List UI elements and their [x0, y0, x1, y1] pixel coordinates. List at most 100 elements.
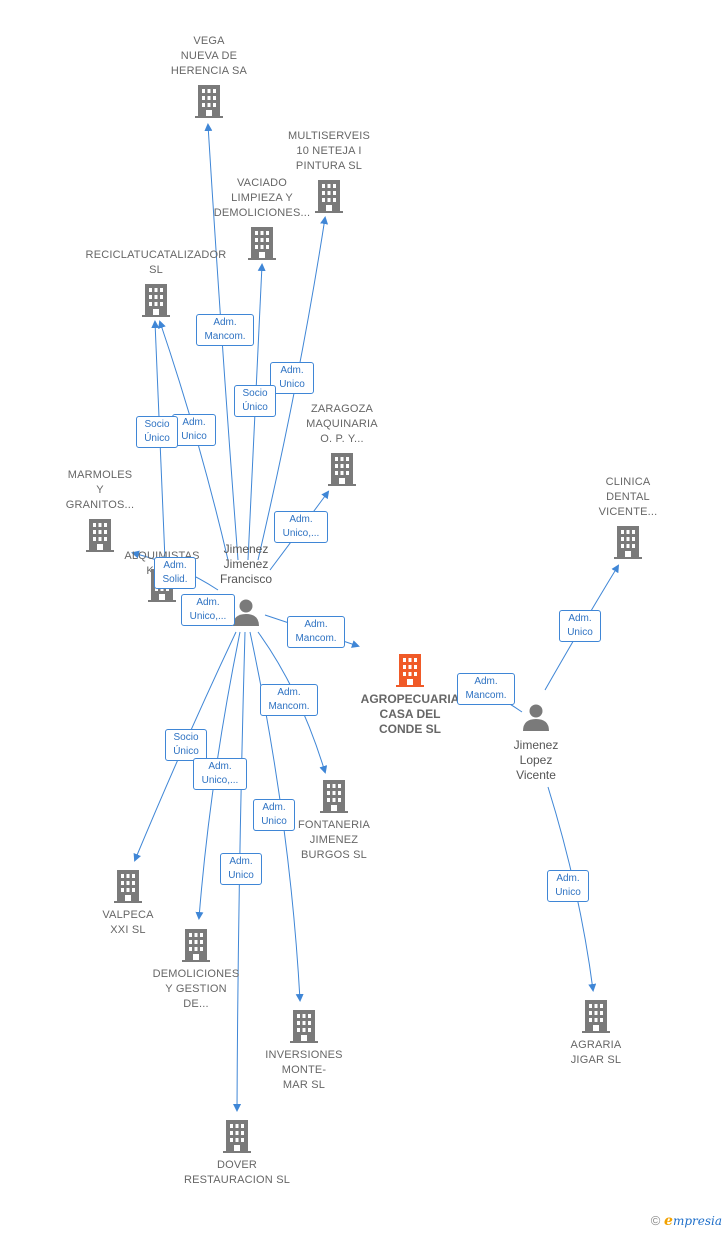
- node-zaragoza[interactable]: ZARAGOZA MAQUINARIA O. P. Y...: [290, 402, 394, 487]
- relation-line: Unico,...: [201, 775, 239, 786]
- node-label-line: Jimenez: [223, 542, 269, 556]
- node-inversiones[interactable]: INVERSIONES MONTE- MAR SL: [252, 1008, 356, 1093]
- relation-line: Unico,...: [189, 611, 227, 622]
- relation-label-inversiones[interactable]: Adm.Unico: [253, 799, 295, 831]
- relation-label-dover[interactable]: Adm.Unico: [220, 853, 262, 885]
- node-label-line: BURGOS SL: [301, 849, 367, 861]
- node-label-line: GRANITOS...: [65, 499, 135, 511]
- relation-label-vega[interactable]: Adm.Mancom.: [196, 314, 254, 346]
- node-jimenez-vicente[interactable]: Jimenez Lopez Vicente: [496, 702, 576, 783]
- node-label-line: HERENCIA SA: [170, 65, 248, 77]
- relation-label-zaragoza[interactable]: Adm. Unico,...: [274, 511, 328, 543]
- node-jimenez-francisco[interactable]: Jimenez Jimenez Francisco: [206, 542, 286, 627]
- building-icon: [248, 227, 276, 260]
- relation-line: Único: [144, 433, 170, 444]
- building-icon: [315, 180, 343, 213]
- building-icon: [396, 654, 424, 687]
- node-label-line: CLINICA: [605, 476, 651, 488]
- relation-label-multiserveis[interactable]: Adm.Unico: [270, 362, 314, 394]
- node-label-line: VALPECA: [102, 909, 154, 921]
- relation-line: Adm.: [304, 619, 328, 630]
- relation-line: Socio: [173, 732, 199, 743]
- node-label-line: JIGAR SL: [570, 1054, 622, 1066]
- relation-label-clinica[interactable]: Adm.Unico: [559, 610, 601, 642]
- node-label-line: INVERSIONES: [265, 1049, 343, 1061]
- node-vaciado[interactable]: VACIADO LIMPIEZA Y DEMOLICIONES...: [204, 176, 320, 261]
- node-label-line: RESTAURACION SL: [183, 1174, 291, 1186]
- relation-label-demoliciones[interactable]: Adm.Unico,...: [193, 758, 247, 790]
- relation-label-agropecuaria-vl[interactable]: Adm.Mancom.: [457, 673, 515, 705]
- node-multiserveis[interactable]: MULTISERVEIS 10 NETEJA I PINTURA SL: [276, 129, 382, 214]
- relation-label-reciclatu-adm[interactable]: Adm.Unico: [172, 414, 216, 446]
- building-icon: [328, 453, 356, 486]
- node-label-line: DEMOLICIONES...: [213, 207, 311, 219]
- relation-line: Único: [242, 402, 268, 413]
- relation-label-alq-solid[interactable]: Adm.Solid.: [154, 557, 196, 589]
- node-label-line: LIMPIEZA Y: [231, 192, 293, 204]
- node-label-line: VACIADO: [236, 177, 288, 189]
- relation-label-alq-unico[interactable]: Adm.Unico,...: [181, 594, 235, 626]
- node-label-line: FONTANERIA: [297, 819, 371, 831]
- relation-line: Adm.: [163, 560, 187, 571]
- node-label-line: DENTAL: [606, 491, 650, 503]
- node-label-line: ZARAGOZA: [310, 403, 374, 415]
- relation-line: Adm.: [182, 417, 206, 428]
- relation-line: Mancom.: [268, 701, 310, 712]
- node-label-line: AGROPECUARIA: [360, 692, 460, 706]
- relation-line: Unico,...: [282, 528, 320, 539]
- node-label-line: MARMOLES: [67, 469, 133, 481]
- person-icon: [233, 599, 259, 626]
- node-label-line: Francisco: [219, 572, 272, 586]
- node-demoliciones[interactable]: DEMOLICIONES Y GESTION DE...: [142, 927, 250, 1012]
- brand-logo[interactable]: empresia: [664, 1213, 722, 1229]
- node-label-line: MAR SL: [282, 1079, 326, 1091]
- relation-label-fontaneria[interactable]: Adm. Mancom.: [260, 684, 318, 716]
- building-icon: [114, 870, 142, 903]
- building-icon: [195, 85, 223, 118]
- relation-label-agraria[interactable]: Adm.Unico: [547, 870, 589, 902]
- relation-line: Mancom.: [295, 633, 337, 644]
- node-label-line: MULTISERVEIS: [287, 130, 371, 142]
- relation-line: Socio: [144, 419, 170, 430]
- person-icon: [523, 704, 549, 731]
- edge-vega: [204, 123, 239, 561]
- building-icon: [142, 284, 170, 317]
- node-label-line: DE...: [183, 998, 209, 1010]
- brand-footer: © empresia: [651, 1213, 722, 1229]
- relation-line: Socio: [242, 388, 268, 399]
- relation-label-agropecuaria-fj[interactable]: Adm. Mancom.: [287, 616, 345, 648]
- brand-logo-initial: e: [664, 1213, 673, 1229]
- node-agropecuaria[interactable]: AGROPECUARIA CASA DEL CONDE SL: [352, 652, 468, 737]
- relation-line: Adm.: [280, 365, 304, 376]
- building-icon: [182, 929, 210, 962]
- node-dover[interactable]: DOVER RESTAURACION SL: [176, 1118, 298, 1188]
- node-fontaneria[interactable]: FONTANERIA JIMENEZ BURGOS SL: [284, 778, 384, 863]
- node-label-line: JIMENEZ: [309, 834, 359, 846]
- relation-line: Adm.: [474, 676, 498, 687]
- node-valpeca[interactable]: VALPECA XXI SL: [80, 868, 176, 938]
- copyright-symbol: ©: [650, 1213, 661, 1228]
- node-agraria[interactable]: AGRARIA JIGAR SL: [548, 998, 644, 1068]
- node-label-line: O. P. Y...: [320, 433, 364, 445]
- building-icon: [582, 1000, 610, 1033]
- node-vega[interactable]: VEGA NUEVA DE HERENCIA SA: [150, 34, 268, 119]
- relation-line: Unico: [555, 887, 581, 898]
- node-label-line: RECICLATUCATALIZADOR: [85, 249, 227, 261]
- brand-logo-text: mpresia: [672, 1214, 722, 1228]
- node-label-line: CONDE SL: [378, 722, 441, 736]
- relation-line: Adm.: [289, 514, 313, 525]
- node-marmoles[interactable]: MARMOLES Y GRANITOS...: [52, 468, 148, 553]
- node-label-line: Y: [96, 484, 104, 496]
- relation-line: Adm.: [277, 687, 301, 698]
- building-icon: [614, 526, 642, 559]
- node-label-line: CASA DEL: [379, 707, 441, 721]
- node-label-line: MAQUINARIA: [306, 418, 378, 430]
- node-reciclatu[interactable]: RECICLATUCATALIZADOR SL: [80, 248, 232, 318]
- relation-line: Unico: [567, 627, 593, 638]
- node-clinica[interactable]: CLINICA DENTAL VICENTE...: [580, 475, 676, 560]
- node-label-line: Jimenez: [513, 738, 559, 752]
